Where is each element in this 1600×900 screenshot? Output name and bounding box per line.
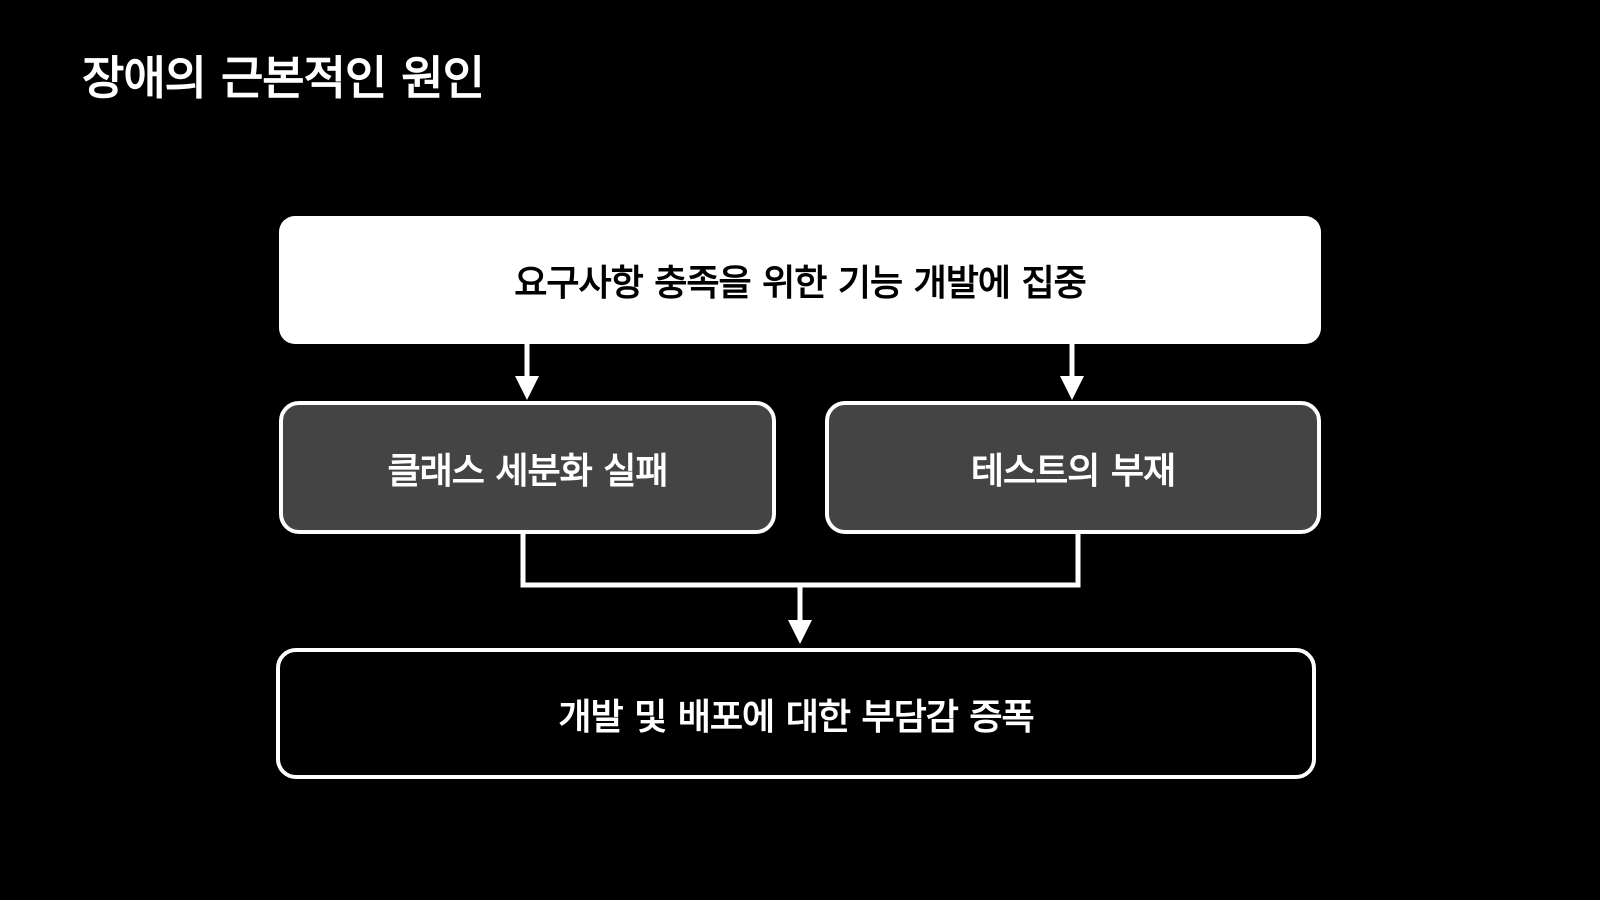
- top-box: 요구사항 충족을 위한 기능 개발에 집중: [279, 216, 1321, 344]
- slide-title: 장애의 근본적인 원인: [82, 51, 485, 105]
- arrow-top-to-right: [1060, 344, 1084, 400]
- left-box-label: 클래스 세분화 실패: [387, 450, 668, 492]
- arrow-top-to-left: [515, 344, 539, 400]
- bottom-box: 개발 및 배포에 대한 부담감 증폭: [276, 648, 1316, 779]
- right-box-label: 테스트의 부재: [970, 450, 1176, 492]
- right-box: 테스트의 부재: [825, 401, 1321, 534]
- top-box-label: 요구사항 충족을 위한 기능 개발에 집중: [514, 263, 1087, 304]
- bottom-box-label: 개발 및 배포에 대한 부담감 증폭: [558, 696, 1034, 738]
- left-box: 클래스 세분화 실패: [279, 401, 776, 534]
- merge-connector: [520, 534, 1081, 644]
